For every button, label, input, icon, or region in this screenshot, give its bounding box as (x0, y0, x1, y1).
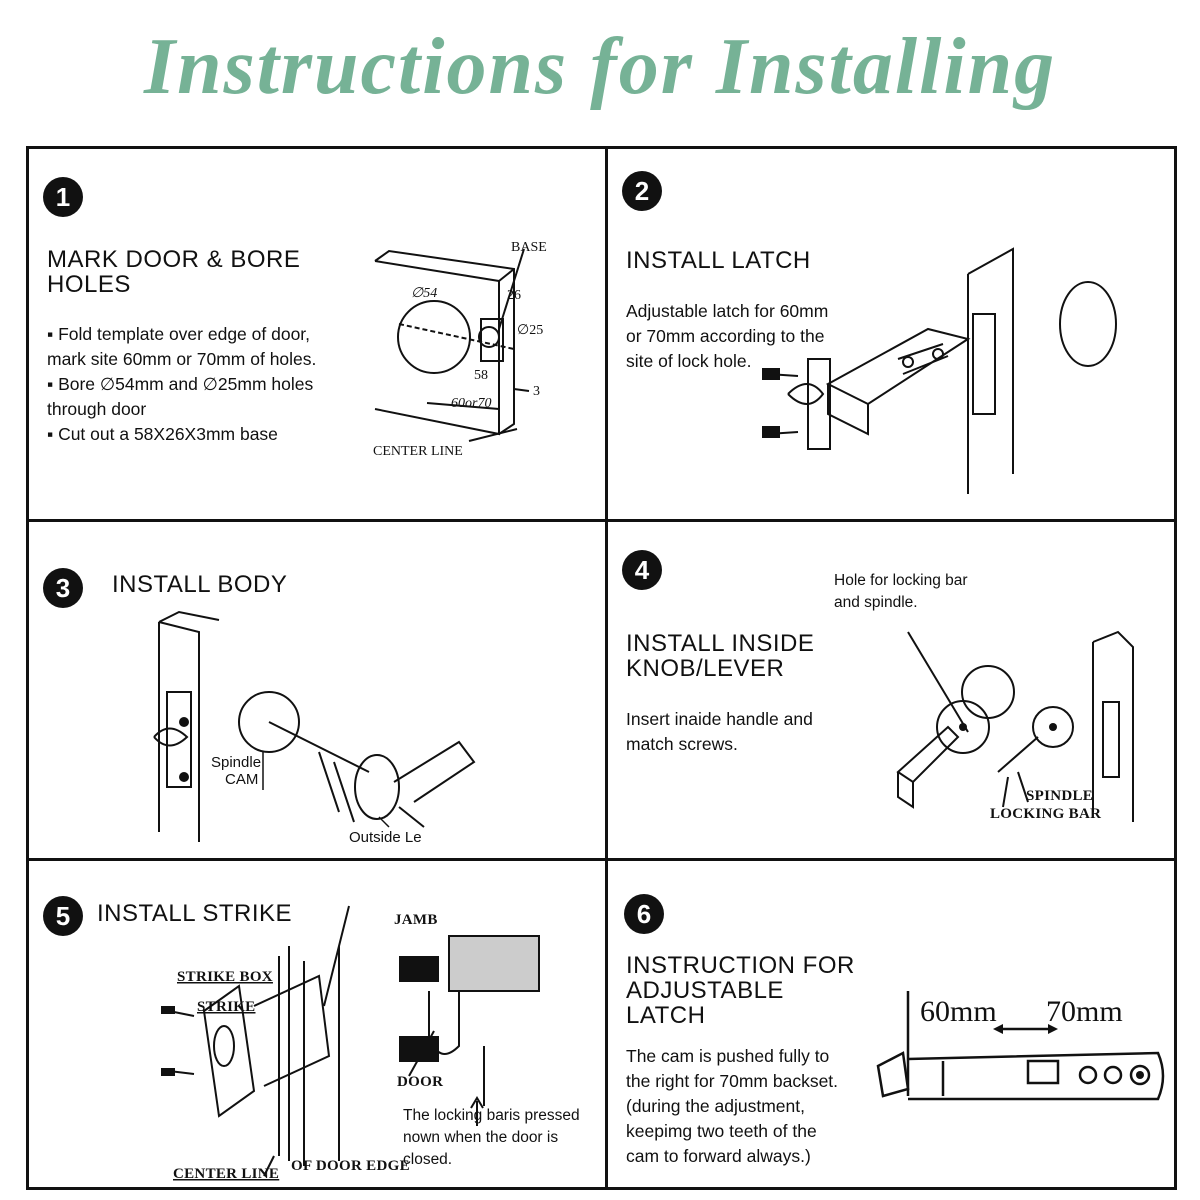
step-1-line: ▪ Cut out a 58X26X3mm base (47, 424, 278, 444)
step-4-line: match screws. (626, 734, 738, 754)
step-5-locking-note: The locking baris pressed nown when the … (403, 1105, 580, 1171)
locking-note-line: nown when the door is (403, 1129, 559, 1146)
label-base: BASE (511, 240, 547, 255)
step-1-heading: MARK DOOR & BORE HOLES (47, 246, 301, 298)
step-6-heading: INSTRUCTION FOR ADJUSTABLE LATCH (626, 952, 855, 1029)
step-5-number-badge: 5 (43, 896, 83, 936)
body-install-diagram: Spindle CAM Outside Le (153, 610, 476, 846)
step-3-heading: INSTALL BODY (112, 571, 288, 598)
label-cam: CAM (225, 771, 258, 788)
hole-note-line: and spindle. (834, 594, 918, 611)
label-door: DOOR (397, 1074, 443, 1090)
step-6-panel: 6 INSTRUCTION FOR ADJUSTABLE LATCH The c… (608, 861, 1174, 1187)
step-2-line: or 70mm according to the (626, 326, 825, 346)
step-1-number-badge: 1 (43, 177, 83, 217)
step-2-instructions: Adjustable latch for 60mm or 70mm accord… (626, 299, 828, 374)
label-26: 26 (507, 288, 521, 303)
label-70mm: 70mm (1046, 995, 1123, 1028)
step-1-line: ▪ Bore ∅54mm and ∅25mm holes (47, 374, 314, 394)
inside-lever-diagram: SPINDLE LOCKING BAR (896, 630, 1134, 822)
step-2-heading: INSTALL LATCH (626, 247, 811, 274)
step-5-heading: INSTALL STRIKE (97, 900, 293, 927)
latch-install-diagram (762, 247, 1117, 494)
locking-note-line: The locking baris pressed (403, 1107, 580, 1124)
strike-install-diagram: JAMB STRIKE BOX STRIKE DOOR CENTER LINE … (161, 905, 540, 1182)
step-3-panel: 3 INSTALL BODY Spindle CAM Outside Le (29, 522, 605, 858)
label-strike-box: STRIKE BOX (177, 969, 273, 985)
adjustable-latch-diagram: 60mm 70mm (876, 991, 1165, 1101)
label-spindle: Spindle (211, 754, 261, 771)
step-6-line: The cam is pushed fully to (626, 1046, 830, 1066)
step-2-line: Adjustable latch for 60mm (626, 301, 829, 321)
label-door-edge: OF DOOR EDGE (291, 1158, 410, 1174)
step-1-line: through door (47, 399, 147, 419)
step-6-instructions: The cam is pushed fully to the right for… (626, 1044, 838, 1169)
step-6-line: keepimg two teeth of the (626, 1121, 817, 1141)
grid-divider-row-1 (29, 519, 1174, 522)
step-1-panel: 1 MARK DOOR & BORE HOLES ▪ Fold template… (29, 149, 605, 519)
step-6-line: (during the adjustment, (626, 1096, 805, 1116)
label-58: 58 (474, 368, 488, 383)
label-spindle: SPINDLE (1026, 788, 1093, 804)
hole-note-line: Hole for locking bar (834, 572, 968, 589)
step-2-panel: 2 INSTALL LATCH Adjustable latch for 60m… (608, 149, 1174, 519)
page-title: Instructions for Installing (143, 23, 1057, 111)
step-4-line: Insert inaide handle and (626, 709, 813, 729)
label-outside-lever: Outside Le (349, 829, 422, 846)
door-boring-template-diagram: BASE ∅54 26 ∅25 58 60or70 3 CENTER LINE (373, 240, 547, 459)
grid-divider-row-2 (29, 858, 1174, 861)
label-locking-bar: LOCKING BAR (990, 806, 1101, 822)
label-strike: STRIKE (197, 999, 256, 1015)
step-5-panel: 5 INSTALL STRIKE JAMB S (29, 861, 605, 1187)
step-4-number-badge: 4 (622, 550, 662, 590)
label-diameter-25: ∅25 (517, 323, 543, 338)
step-3-number-badge: 3 (43, 568, 83, 608)
label-center-line: CENTER LINE (373, 444, 463, 459)
step-6-line: cam to forward always.) (626, 1146, 811, 1166)
step-1-instructions: ▪ Fold template over edge of door, mark … (47, 322, 316, 447)
locking-note-line: closed. (403, 1151, 453, 1168)
step-1-line: mark site 60mm or 70mm of holes. (47, 349, 317, 369)
label-3: 3 (533, 384, 540, 399)
label-center-line: CENTER LINE (173, 1166, 279, 1182)
step-1-line: ▪ Fold template over edge of door, (47, 324, 311, 344)
step-4-panel: 4 Hole for locking bar and spindle. INST… (608, 522, 1174, 858)
label-60mm: 60mm (920, 995, 997, 1028)
label-jamb: JAMB (394, 912, 438, 928)
grid-divider-vertical (605, 149, 608, 1187)
step-6-line: the right for 70mm backset. (626, 1071, 839, 1091)
label-60or70: 60or70 (451, 396, 491, 411)
step-4-hole-note: Hole for locking bar and spindle. (834, 570, 968, 614)
step-4-instructions: Insert inaide handle and match screws. (626, 707, 813, 757)
instruction-grid: 1 MARK DOOR & BORE HOLES ▪ Fold template… (26, 146, 1177, 1190)
step-2-number-badge: 2 (622, 171, 662, 211)
step-2-line: site of lock hole. (626, 351, 752, 371)
step-6-number-badge: 6 (624, 894, 664, 934)
step-4-heading: INSTALL INSIDE KNOB/LEVER (626, 630, 815, 682)
label-diameter-54: ∅54 (411, 286, 437, 301)
